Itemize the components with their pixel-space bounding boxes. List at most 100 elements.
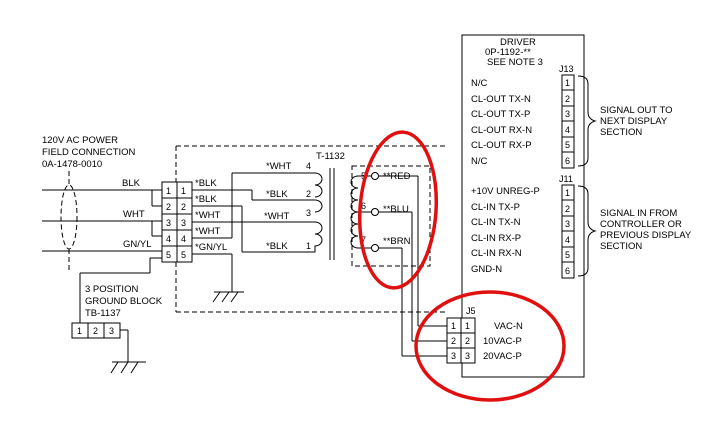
svg-text:CL-IN TX-P: CL-IN TX-P	[471, 202, 520, 213]
svg-text:CL-OUT TX-N: CL-OUT TX-N	[471, 94, 531, 105]
svg-text:4: 4	[166, 234, 171, 244]
svg-text:5: 5	[166, 250, 171, 260]
svg-text:SECTION: SECTION	[600, 241, 642, 252]
svg-text:1: 1	[451, 321, 456, 331]
svg-text:J13: J13	[559, 64, 574, 74]
svg-text:3 POSITION: 3 POSITION	[85, 284, 138, 295]
connector-j13: J13 1 2 3 4 5 6	[559, 64, 575, 169]
svg-text:1: 1	[181, 186, 186, 196]
svg-text:3: 3	[565, 109, 570, 119]
svg-text:CL-IN RX-P: CL-IN RX-P	[471, 233, 521, 244]
wire-label-gnyl: GN/YL	[123, 239, 152, 250]
svg-text:PREVIOUS DISPLAY: PREVIOUS DISPLAY	[600, 230, 692, 241]
svg-text:J5: J5	[466, 306, 476, 316]
primary-coil	[300, 172, 323, 253]
wire-label-wht: WHT	[123, 209, 145, 220]
terminal-wire-labels: *BLK *BLK *WHT *WHT *GN/YL	[195, 178, 227, 253]
svg-text:*BLK: *BLK	[195, 194, 217, 205]
transformer-ref: T-1132	[316, 151, 345, 162]
svg-text:20VAC-P: 20VAC-P	[483, 351, 522, 362]
connector-j11: J11 1 2 3 4 5 6	[559, 174, 575, 279]
svg-text:3: 3	[565, 219, 570, 229]
svg-text:J11: J11	[559, 174, 573, 184]
svg-text:1: 1	[565, 188, 570, 198]
j13-signal-list: N/C CL-OUT TX-N CL-OUT TX-P CL-OUT RX-N …	[471, 78, 532, 167]
chassis-ground-icon	[212, 291, 244, 303]
driver-board: DRIVER 0P-1192-** SEE NOTE 3	[461, 34, 585, 378]
cable-bundle	[60, 171, 78, 270]
svg-text:4: 4	[306, 161, 311, 171]
terminal-block: 1 2 3 4 5 1 2 3 4 5	[161, 181, 193, 263]
svg-text:2: 2	[565, 204, 570, 214]
ground-block-label: 3 POSITION GROUND BLOCK TB-1137	[85, 284, 163, 319]
j11-signal-list: +10V UNREG-P CL-IN TX-P CL-IN TX-N CL-IN…	[471, 186, 540, 275]
svg-text:*GN/YL: *GN/YL	[195, 242, 227, 253]
svg-text:4: 4	[181, 234, 186, 244]
highlight-j5-ellipse	[414, 290, 566, 402]
transformer-core	[329, 168, 335, 260]
svg-text:1: 1	[465, 321, 470, 331]
svg-text:3: 3	[109, 326, 114, 336]
svg-text:1: 1	[306, 241, 311, 251]
svg-text:4: 4	[565, 125, 570, 135]
svg-text:2: 2	[306, 189, 311, 199]
svg-text:DRIVER: DRIVER	[500, 37, 536, 48]
power-connection-label: 120V AC POWER FIELD CONNECTION 0A-1478-0…	[42, 135, 136, 170]
ground-block: 1 2 3	[71, 322, 129, 362]
svg-text:N/C: N/C	[471, 156, 488, 167]
svg-text:1: 1	[77, 326, 82, 336]
svg-text:1: 1	[565, 78, 570, 88]
svg-text:0P-1192-**: 0P-1192-**	[485, 47, 531, 58]
svg-text:SEE NOTE 3: SEE NOTE 3	[487, 57, 543, 68]
svg-text:6: 6	[361, 201, 366, 211]
svg-text:NEXT DISPLAY: NEXT DISPLAY	[600, 116, 668, 127]
svg-text:**BRN: **BRN	[383, 236, 411, 247]
ground-wire	[79, 257, 162, 323]
svg-text:1: 1	[166, 186, 171, 196]
svg-text:10VAC-P: 10VAC-P	[483, 336, 522, 347]
enclosure-outline	[175, 145, 445, 313]
svg-text:0A-1478-0010: 0A-1478-0010	[42, 159, 102, 170]
j11-description: SIGNAL IN FROM CONTROLLER OR PREVIOUS DI…	[600, 208, 692, 252]
earth-ground-icon	[110, 361, 146, 374]
svg-text:3: 3	[166, 218, 171, 228]
svg-text:6: 6	[565, 266, 570, 276]
svg-text:3: 3	[465, 351, 470, 361]
svg-text:TB-1137: TB-1137	[85, 308, 121, 319]
transformer-secondary-labels: 5 6 7 **RED **BLU **BRN	[361, 171, 411, 247]
svg-text:GND-N: GND-N	[471, 264, 502, 275]
svg-text:4: 4	[565, 235, 570, 245]
svg-text:SIGNAL OUT TO: SIGNAL OUT TO	[600, 105, 673, 116]
svg-text:*BLK: *BLK	[195, 178, 217, 189]
svg-text:7: 7	[361, 235, 366, 245]
svg-text:5: 5	[565, 140, 570, 150]
svg-text:5: 5	[565, 250, 570, 260]
svg-text:3: 3	[306, 208, 311, 218]
svg-text:3: 3	[181, 218, 186, 228]
svg-text:*WHT: *WHT	[195, 226, 221, 237]
svg-text:*WHT: *WHT	[266, 161, 292, 172]
svg-text:2: 2	[465, 336, 470, 346]
svg-text:2: 2	[181, 202, 186, 212]
svg-text:2: 2	[93, 326, 98, 336]
svg-text:*BLK: *BLK	[266, 241, 288, 252]
j13-bracket	[577, 75, 597, 167]
svg-text:SIGNAL IN FROM: SIGNAL IN FROM	[600, 208, 677, 219]
svg-text:**BLU: **BLU	[383, 204, 409, 215]
svg-text:VAC-N: VAC-N	[494, 321, 523, 332]
svg-text:CL-OUT TX-P: CL-OUT TX-P	[471, 109, 530, 120]
svg-text:5: 5	[361, 171, 366, 181]
svg-text:*BLK: *BLK	[266, 189, 288, 200]
svg-text:2: 2	[451, 336, 456, 346]
svg-text:2: 2	[166, 202, 171, 212]
wire-label-blk: BLK	[122, 178, 141, 189]
svg-text:3: 3	[451, 351, 456, 361]
transformer-primary-labels: *WHT *BLK *WHT *BLK 4 2 3 1	[264, 161, 311, 252]
secondary-coil	[350, 172, 379, 252]
terminal-output-wires	[192, 172, 300, 292]
svg-text:SECTION: SECTION	[600, 127, 642, 138]
svg-text:CL-IN RX-N: CL-IN RX-N	[471, 248, 522, 259]
j11-bracket	[577, 185, 597, 277]
svg-text:*WHT: *WHT	[264, 211, 290, 222]
